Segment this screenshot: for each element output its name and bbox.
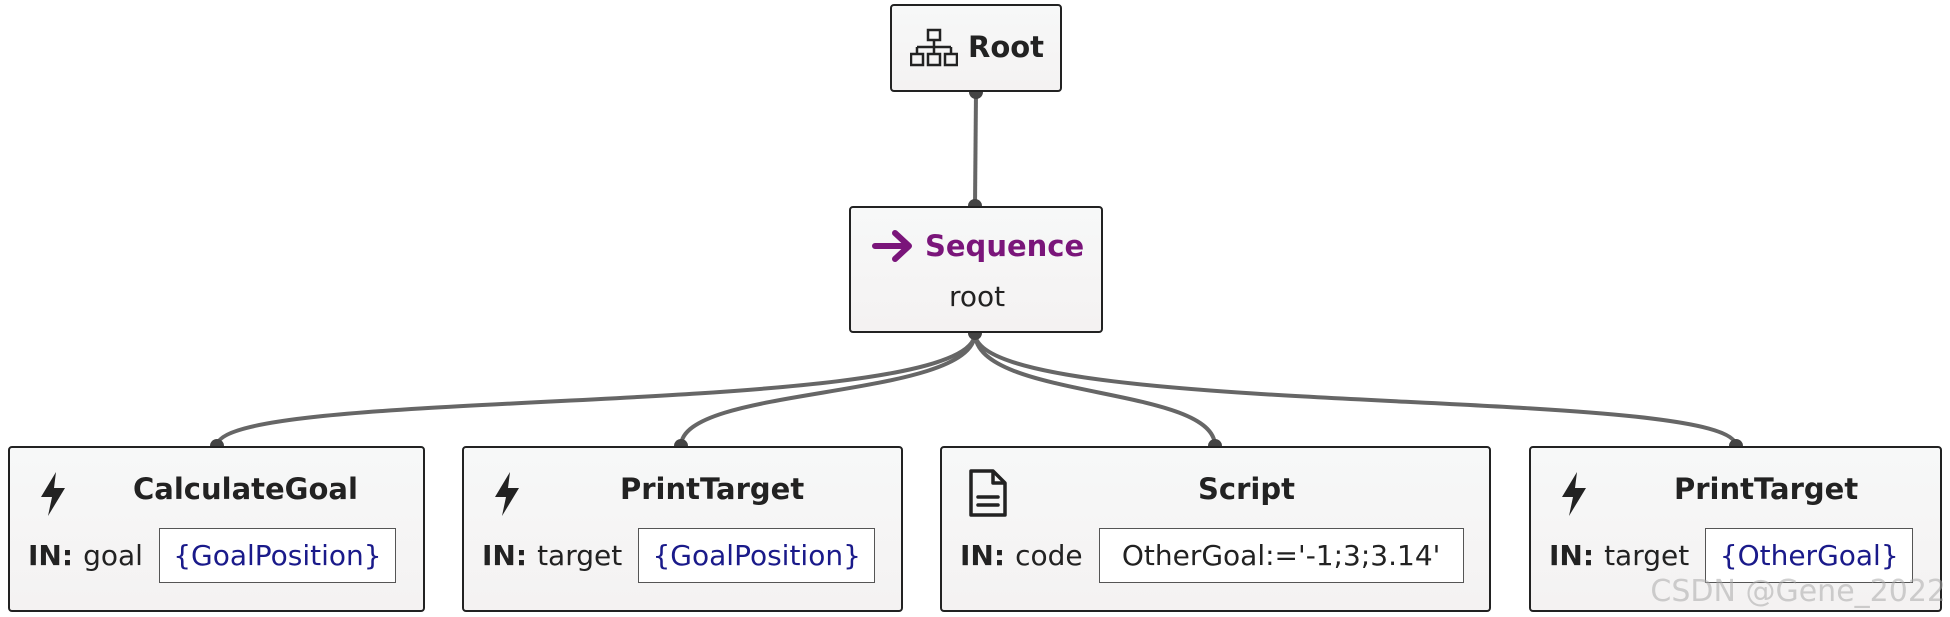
node-title: CalculateGoal	[133, 472, 358, 506]
printtarget-node-1[interactable]: PrintTarget IN: target {GoalPosition}	[462, 446, 903, 612]
port-direction-label: IN:	[960, 539, 1006, 572]
document-icon	[968, 468, 1008, 518]
port-value-field[interactable]: {GoalPosition}	[158, 528, 396, 583]
lightning-icon	[38, 470, 68, 518]
calculategoal-node[interactable]: CalculateGoal IN: goal {GoalPosition}	[8, 446, 425, 612]
port-direction-label: IN:	[28, 539, 74, 572]
port-row: IN: target {GoalPosition}	[482, 528, 876, 583]
sequence-node[interactable]: Sequence root	[849, 206, 1103, 333]
sequence-subtitle: root	[949, 280, 1006, 313]
hierarchy-icon	[910, 28, 958, 68]
lightning-icon	[492, 470, 522, 518]
port-row: IN: goal {GoalPosition}	[28, 528, 396, 583]
port-value-field[interactable]: OtherGoal:='-1;3;3.14'	[1098, 528, 1464, 583]
watermark-text: CSDN @Gene_2022	[1650, 574, 1946, 609]
port-direction-label: IN:	[1549, 539, 1595, 572]
edge-sequence-printtarget-1	[679, 332, 977, 447]
root-node[interactable]: Root	[890, 4, 1062, 92]
node-title: PrintTarget	[620, 472, 805, 506]
port-name: target	[1604, 539, 1690, 572]
edge-sequence-script	[973, 332, 1217, 447]
port-name: goal	[83, 539, 143, 572]
script-node[interactable]: Script IN: code OtherGoal:='-1;3;3.14'	[940, 446, 1491, 612]
edge-root-sequence	[973, 91, 978, 207]
lightning-icon	[1559, 470, 1589, 518]
arrow-right-icon	[871, 228, 915, 264]
port-direction-label: IN:	[482, 539, 528, 572]
port-value-field[interactable]: {GoalPosition}	[638, 528, 876, 583]
port-name: target	[537, 539, 623, 572]
edge-sequence-calculategoal	[215, 332, 977, 447]
node-title: PrintTarget	[1674, 472, 1859, 506]
port-value-field[interactable]: {OtherGoal}	[1705, 528, 1914, 583]
port-row: IN: target {OtherGoal}	[1549, 528, 1914, 583]
node-title: Script	[1198, 472, 1295, 506]
port-name: code	[1015, 539, 1083, 572]
edge-sequence-printtarget-2	[973, 332, 1738, 447]
sequence-header: Sequence	[871, 228, 1084, 264]
sequence-title: Sequence	[925, 229, 1085, 263]
printtarget-node-2[interactable]: PrintTarget IN: target {OtherGoal}	[1529, 446, 1942, 612]
root-title: Root	[968, 30, 1045, 64]
port-row: IN: code OtherGoal:='-1;3;3.14'	[960, 528, 1464, 583]
